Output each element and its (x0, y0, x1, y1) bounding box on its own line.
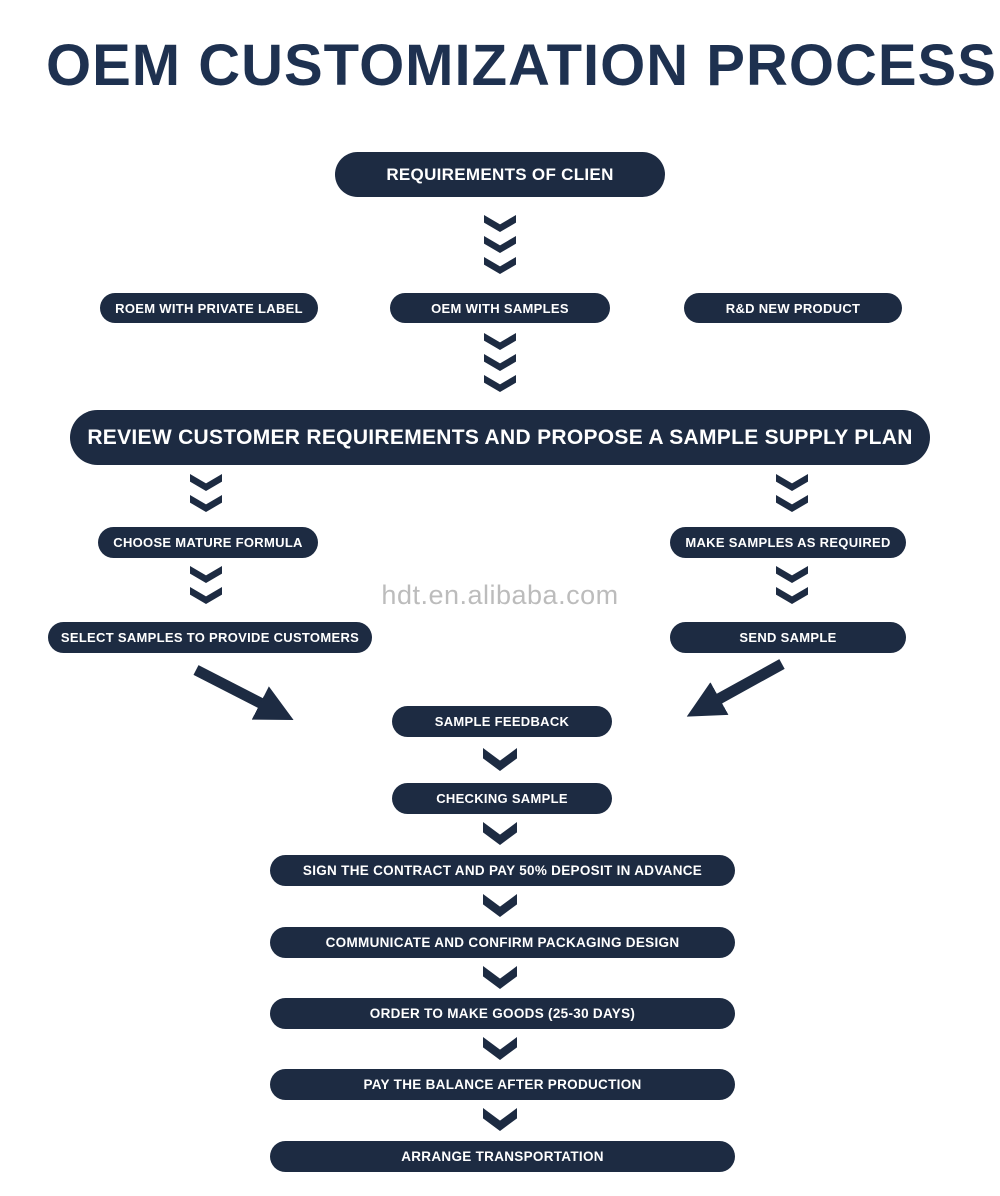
chevron-down-icon (484, 333, 516, 350)
chevron-down-icon (483, 822, 517, 845)
node-sample-feedback: SAMPLE FEEDBACK (392, 706, 612, 737)
chevron-down-icon (483, 1108, 517, 1131)
flow-connector (776, 566, 808, 604)
node-make-samples-as-required: MAKE SAMPLES AS REQUIRED (670, 527, 906, 558)
flow-connector (483, 894, 517, 917)
node-send-sample: SEND SAMPLE (670, 622, 906, 653)
page-title: OEM CUSTOMIZATION PROCESS (46, 33, 997, 98)
node-sign-contract: SIGN THE CONTRACT AND PAY 50% DEPOSIT IN… (270, 855, 735, 886)
node-choose-mature-formula: CHOOSE MATURE FORMULA (98, 527, 318, 558)
chevron-down-icon (483, 1037, 517, 1060)
flow-connector (483, 748, 517, 771)
diagonal-arrow-left (193, 665, 294, 721)
node-order-goods: ORDER TO MAKE GOODS (25-30 DAYS) (270, 998, 735, 1029)
flow-connector (483, 1037, 517, 1060)
node-review-requirements: REVIEW CUSTOMER REQUIREMENTS AND PROPOSE… (70, 410, 930, 465)
flow-connector (483, 822, 517, 845)
watermark-text: hdt.en.alibaba.com (381, 580, 619, 610)
flow-connector (776, 474, 808, 512)
chevron-down-icon (776, 495, 808, 512)
flow-connector (483, 966, 517, 989)
node-arrange-transportation: ARRANGE TRANSPORTATION (270, 1141, 735, 1172)
flow-connector (484, 215, 516, 274)
flow-connector (484, 333, 516, 392)
flow-connector (190, 474, 222, 512)
node-confirm-packaging: COMMUNICATE AND CONFIRM PACKAGING DESIGN (270, 927, 735, 958)
chevron-down-icon (484, 236, 516, 253)
chevron-down-icon (190, 474, 222, 491)
chevron-down-icon (483, 894, 517, 917)
diagonal-arrow-right (686, 659, 785, 717)
node-select-samples: SELECT SAMPLES TO PROVIDE CUSTOMERS (48, 622, 372, 653)
flow-connector (483, 1108, 517, 1131)
node-oem-with-samples: OEM WITH SAMPLES (390, 293, 610, 323)
chevron-down-icon (483, 966, 517, 989)
chevron-down-icon (484, 257, 516, 274)
node-checking-sample: CHECKING SAMPLE (392, 783, 612, 814)
chevron-down-icon (776, 474, 808, 491)
node-rd-new-product: R&D NEW PRODUCT (684, 293, 902, 323)
node-roem-private-label: ROEM WITH PRIVATE LABEL (100, 293, 318, 323)
chevron-down-icon (484, 215, 516, 232)
chevron-down-icon (190, 495, 222, 512)
flow-connector (190, 566, 222, 604)
node-pay-balance: PAY THE BALANCE AFTER PRODUCTION (270, 1069, 735, 1100)
chevron-down-icon (484, 375, 516, 392)
chevron-down-icon (483, 748, 517, 771)
chevron-down-icon (484, 354, 516, 371)
node-requirements-of-client: REQUIREMENTS OF CLIEN (335, 152, 665, 197)
